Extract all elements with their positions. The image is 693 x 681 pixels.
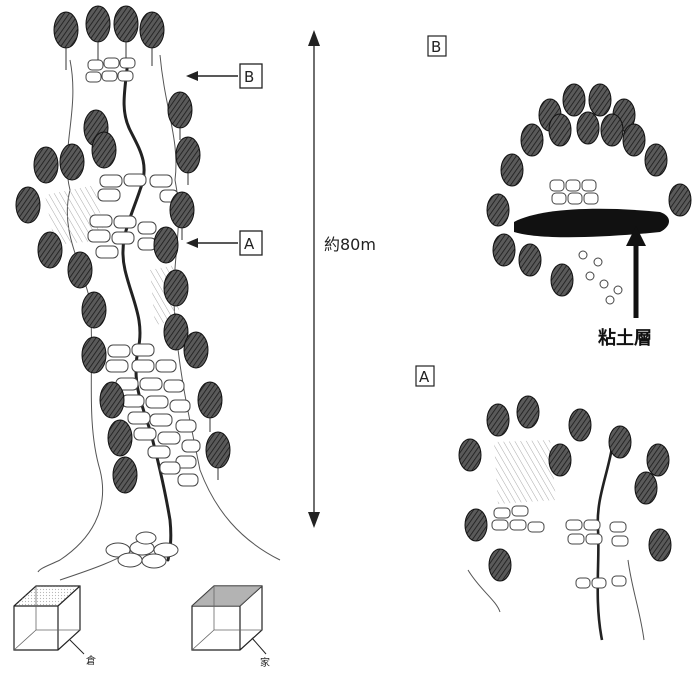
pointer-a: A	[186, 231, 262, 255]
houses-bottom	[106, 532, 178, 568]
storehouse-label: 倉	[86, 654, 96, 667]
inset-a-label: A	[419, 368, 430, 386]
inset-a-field	[494, 440, 556, 504]
label-a-text: A	[244, 235, 255, 253]
inset-a-houses-left	[492, 506, 544, 532]
inset-a-edge-right	[628, 560, 644, 640]
inset-a: A	[416, 366, 671, 640]
legend-storehouse: 倉	[14, 586, 96, 667]
main-map: B A 約80m	[16, 6, 376, 580]
inset-b-stones	[579, 251, 622, 304]
clay-layer-band	[514, 209, 669, 237]
legend-house: 家	[192, 586, 270, 669]
inset-b-label: B	[431, 38, 441, 56]
inset-b: B 粘土層	[428, 36, 691, 349]
clay-layer-arrow	[626, 226, 646, 318]
inset-a-houses-right	[566, 520, 628, 588]
clay-layer-label: 粘土層	[598, 327, 652, 349]
inset-a-trees	[459, 396, 671, 581]
house-label: 家	[260, 656, 270, 669]
pointer-b: B	[186, 64, 262, 88]
length-label: 約80m	[324, 235, 376, 254]
length-dimension: 約80m	[308, 30, 376, 528]
label-b-text: B	[244, 68, 254, 86]
inset-b-houses	[550, 180, 598, 204]
